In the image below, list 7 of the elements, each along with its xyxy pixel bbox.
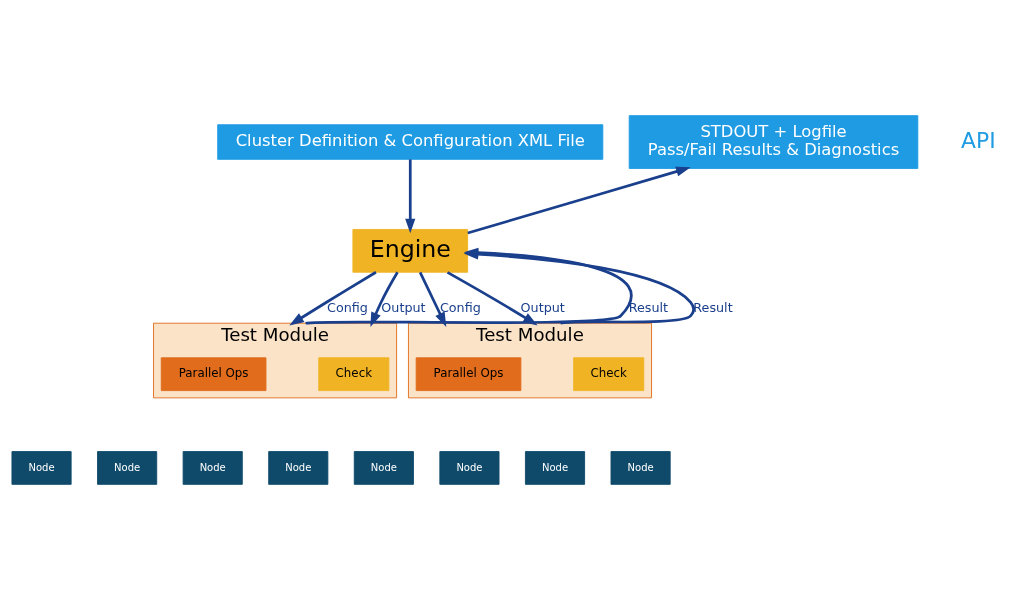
edge-label: Config xyxy=(439,299,481,315)
label: API xyxy=(961,127,996,153)
edge-label: Output xyxy=(381,299,426,315)
edge-label: Config xyxy=(327,299,368,315)
edge-label: Result xyxy=(693,299,733,315)
edge-label: Result xyxy=(628,299,669,315)
edge-label: Output xyxy=(520,299,565,315)
